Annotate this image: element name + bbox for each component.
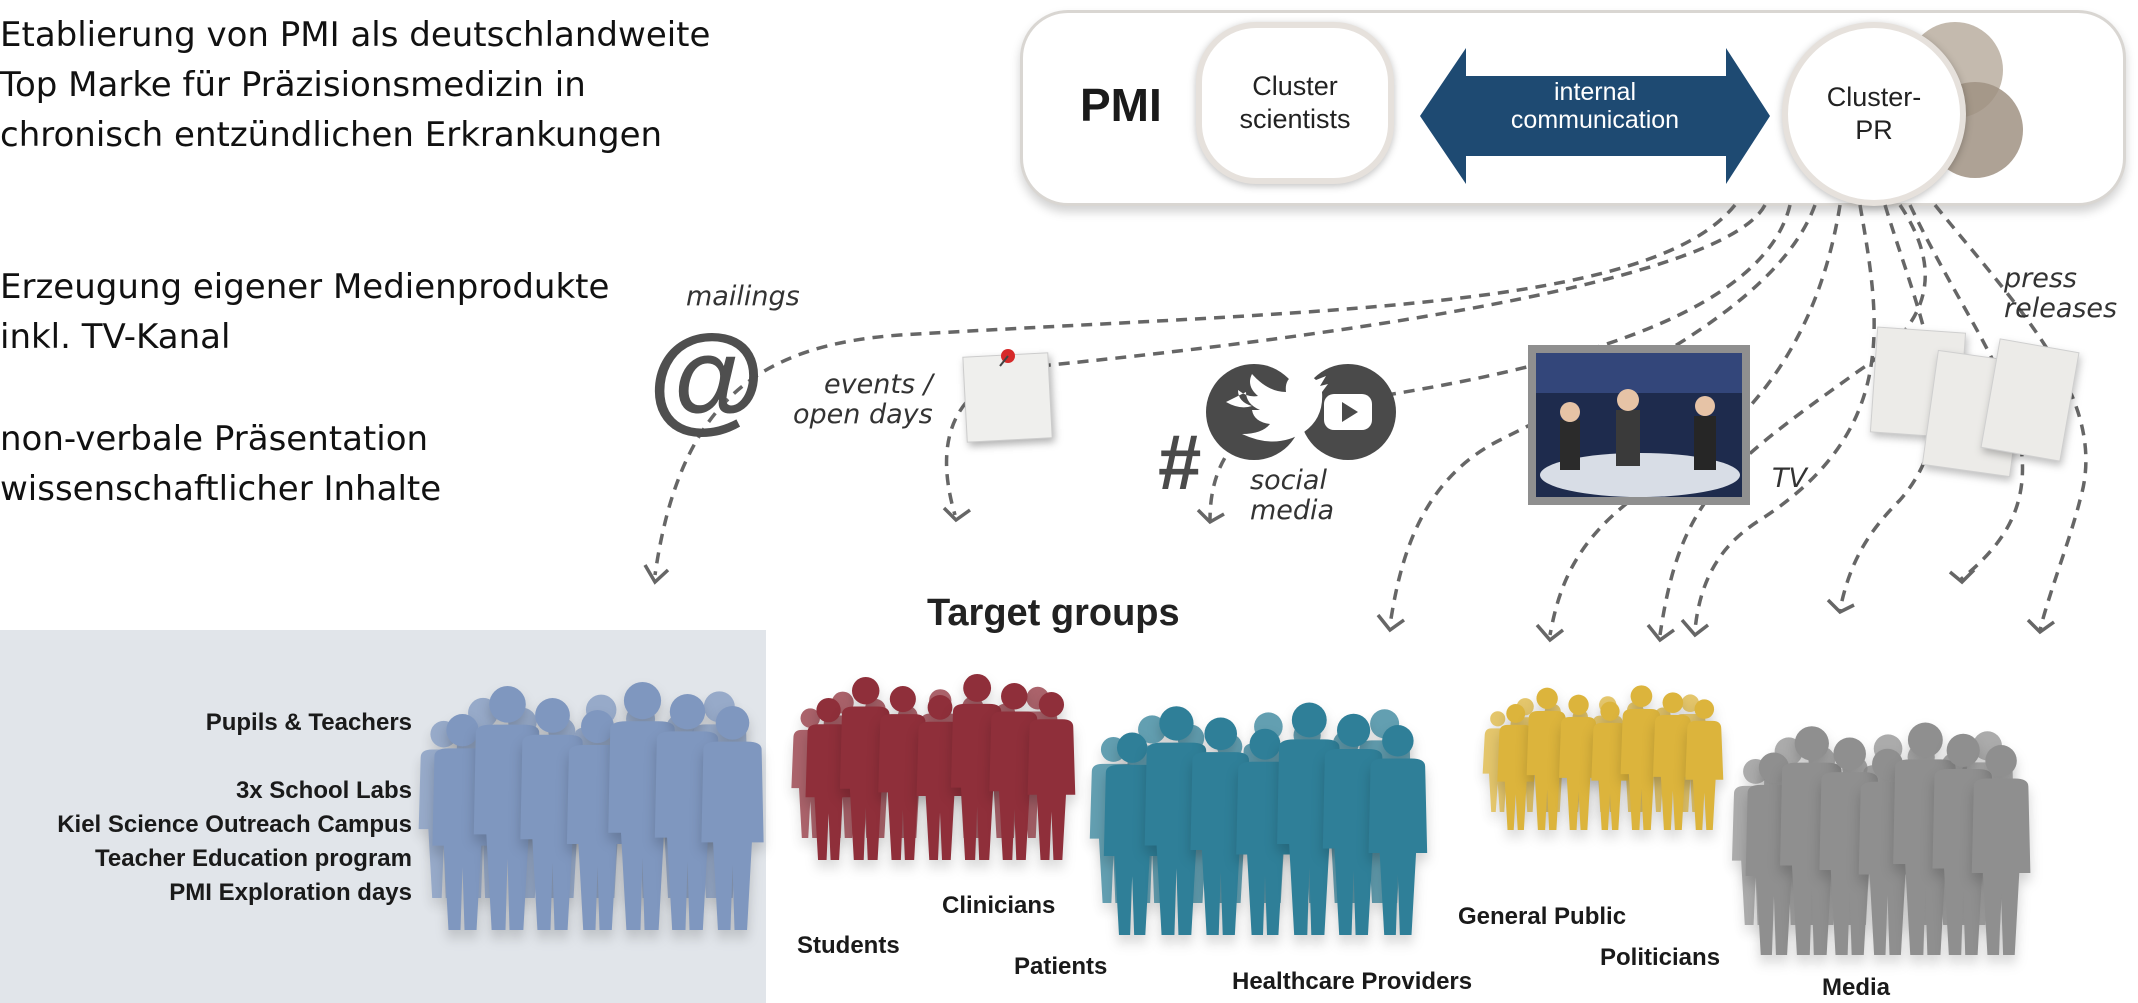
arrow-students bbox=[1693, 204, 1876, 631]
patients-label: Patients bbox=[1014, 953, 1108, 980]
person-silhouette bbox=[1652, 692, 1693, 830]
arrow-extra bbox=[1658, 204, 1927, 636]
arrow-events bbox=[944, 204, 1767, 516]
pupils-item: Teacher Education program bbox=[95, 845, 412, 872]
cluster-scientists-node: Cluster scientists bbox=[1196, 22, 1394, 184]
arrow-press bbox=[1933, 203, 2088, 631]
tv-label: TV bbox=[1772, 463, 1807, 494]
person-silhouette bbox=[1368, 725, 1428, 935]
pupils-title: Pupils & Teachers bbox=[205, 709, 412, 736]
clinicians-label: Clinicians bbox=[942, 892, 1056, 919]
social-media-label: social media bbox=[1250, 465, 1335, 526]
general-public-label: General Public bbox=[1458, 903, 1627, 930]
goal-text-media-products: Erzeugung eigener Medienprodukte inkl. T… bbox=[0, 267, 610, 357]
pupils-item: PMI Exploration days bbox=[169, 879, 412, 906]
press-releases-label: press releases bbox=[2004, 263, 2118, 324]
person-silhouette bbox=[1190, 717, 1251, 935]
person-silhouette bbox=[989, 683, 1040, 860]
crowd-pupils bbox=[418, 682, 764, 930]
pupils-item: 3x School Labs bbox=[235, 777, 412, 804]
person-silhouette bbox=[701, 706, 764, 930]
person-silhouette bbox=[805, 698, 852, 860]
person-silhouette bbox=[1027, 692, 1076, 860]
goal-text-nonverbal: non-verbale Präsentation wissenschaftlic… bbox=[0, 419, 442, 509]
mailings-label: mailings bbox=[686, 281, 800, 312]
person-silhouette bbox=[1497, 704, 1535, 830]
politicians-label: Politicians bbox=[1600, 944, 1721, 971]
students-label: Students bbox=[797, 932, 900, 959]
target-groups-title: Target groups bbox=[927, 592, 1180, 634]
pupils-teachers-text: Pupils & Teachers 3x School Labs Kiel Sc… bbox=[57, 706, 412, 910]
pupils-item: Kiel Science Outreach Campus bbox=[57, 811, 412, 838]
goal-text-brand: Etablierung von PMI als deutschlandweite… bbox=[0, 15, 711, 155]
cluster-pr-node: Cluster- PR bbox=[1782, 22, 1966, 206]
person-silhouette bbox=[916, 695, 964, 860]
twitter-icon bbox=[1226, 374, 1328, 442]
arrow-politicians bbox=[1838, 204, 1938, 611]
person-silhouette bbox=[878, 686, 928, 860]
person-silhouette bbox=[839, 677, 892, 860]
internal-communication-label: internal communication bbox=[1510, 78, 1680, 134]
person-silhouette bbox=[1558, 694, 1599, 830]
person-silhouette bbox=[1685, 699, 1724, 830]
events-label: events / open days bbox=[793, 369, 933, 430]
crowd-clinicians bbox=[791, 674, 1076, 860]
media-label: Media bbox=[1822, 974, 1891, 1001]
hashtag-icon: # bbox=[1158, 418, 1202, 506]
person-silhouette bbox=[950, 674, 1004, 860]
person-silhouette bbox=[1971, 745, 2031, 955]
arrow-social bbox=[1208, 204, 1792, 521]
crowd-public bbox=[1482, 685, 1724, 830]
healthcare-providers-label: Healthcare Providers bbox=[1232, 968, 1473, 995]
pmi-label: PMI bbox=[1080, 79, 1162, 131]
person-silhouette bbox=[1620, 685, 1663, 830]
crowd-healthcare bbox=[1089, 702, 1428, 935]
person-silhouette bbox=[1591, 701, 1629, 830]
person-silhouette bbox=[1322, 713, 1385, 935]
crowd-media bbox=[1731, 722, 2031, 955]
person-silhouette bbox=[1526, 687, 1568, 830]
arrow-tv-healthcare bbox=[1548, 204, 1842, 636]
arrow-mailings bbox=[653, 203, 1737, 576]
at-icon: @ bbox=[648, 310, 766, 444]
